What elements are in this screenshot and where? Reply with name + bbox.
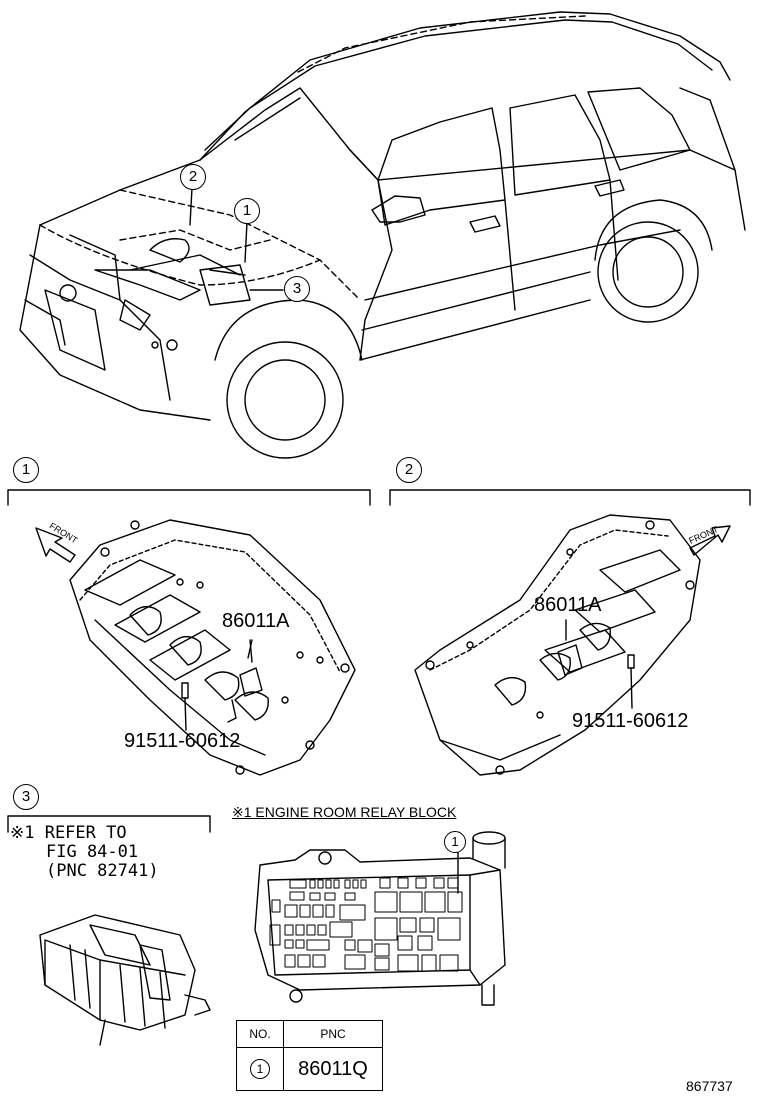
left-cylinder-head-drawing: [69, 519, 356, 776]
section-1-bracket: [7, 489, 371, 506]
callout-1-vehicle: 1: [234, 198, 260, 224]
part-number-86011a-left[interactable]: 86011A: [222, 610, 290, 632]
engine-room-relay-block-drawing: [254, 831, 506, 1006]
relay-box-drawing: [39, 914, 211, 1046]
section-2-number: 2: [396, 457, 422, 483]
part-number-91511-left[interactable]: 91511-60612: [124, 730, 241, 752]
refer-line-1: ※1 REFER TO: [10, 823, 127, 843]
callout-3-vehicle: 3: [284, 276, 310, 302]
refer-line-3: (PNC 82741): [46, 861, 159, 881]
pnc-table-row-no-cell: 1: [236, 1047, 284, 1091]
pnc-table-header-pnc: PNC: [283, 1020, 383, 1048]
relay-block-title: ※1 ENGINE ROOM RELAY BLOCK: [232, 804, 457, 820]
front-arrow-right: [689, 525, 731, 556]
section-3-number: 3: [13, 784, 39, 810]
callout-2-vehicle: 2: [180, 164, 206, 190]
section-1-number: 1: [13, 457, 39, 483]
part-number-91511-right[interactable]: 91511-60612: [572, 710, 689, 732]
front-arrow-left: [35, 527, 76, 563]
pnc-table: NO. PNC 1 86011Q: [236, 1020, 383, 1091]
right-cylinder-head-drawing: [414, 514, 701, 776]
vehicle-drawing: [19, 11, 746, 459]
section-2-bracket: [389, 489, 751, 506]
callout-1-relay-block: 1: [444, 831, 466, 853]
part-number-86011a-right[interactable]: 86011A: [534, 594, 602, 616]
refer-line-2[interactable]: FIG 84-01: [46, 842, 139, 862]
pnc-table-row-pnc[interactable]: 86011Q: [283, 1047, 383, 1091]
pnc-table-row-no: 1: [250, 1059, 270, 1079]
section-3-bracket: [7, 815, 211, 833]
figure-id: 867737: [686, 1078, 733, 1094]
pnc-table-header-no: NO.: [236, 1020, 284, 1048]
